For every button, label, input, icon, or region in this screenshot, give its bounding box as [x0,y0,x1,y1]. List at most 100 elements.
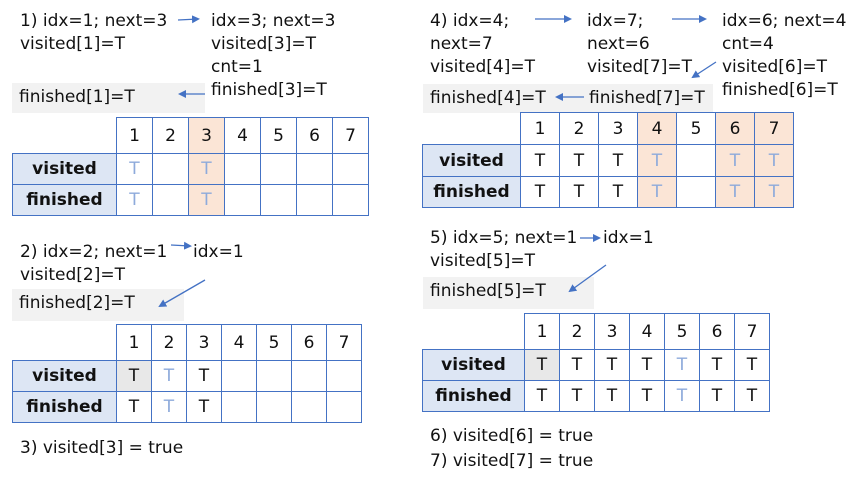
row-label-visited: visited [422,144,521,177]
header-cell: 6 [291,324,327,361]
arrow-step2-right [170,241,192,250]
header-cell: 7 [734,313,770,350]
row-label-finished: finished [422,176,521,208]
table-cell: T [186,360,222,392]
table-cell [296,153,333,185]
step1-table: 1 2 3 4 5 6 7 visited T T finished T T [12,117,369,216]
step4-col3-line2: cnt=4 [722,34,774,54]
step1-finished-box: finished[1]=T [12,83,205,113]
table-cell [676,144,716,177]
table-cell: T [715,144,755,177]
header-cell: 1 [116,117,153,154]
row-label-finished: finished [12,184,117,216]
step2-table: 1 2 3 4 5 6 7 visited T T T finished T T… [12,324,362,423]
arrow-step4-diag [691,61,717,79]
table-cell: T [594,380,630,412]
arrow-step1-right [177,15,200,24]
step4-col2-line3: visited[7]=T [587,57,692,77]
step7-line: 7) visited[7] = true [430,451,594,471]
table-cell [221,391,257,423]
table-cell: T [559,380,595,412]
step4-col2-line1: idx=7; [587,11,644,31]
step4-col1-line2: next=7 [430,34,493,54]
step4-col3-line4: finished[6]=T [722,80,838,100]
header-cell: 6 [296,117,333,154]
table-cell [260,153,297,185]
table-cell: T [629,349,665,381]
step1-right-line2: visited[3]=T [211,34,316,54]
table-cell: T [629,380,665,412]
step5-table: 1 2 3 4 5 6 7 visited T T T T T T T fini… [422,313,770,412]
table-cell: T [520,144,560,177]
table-cell: T [116,391,152,423]
header-cell: 7 [326,324,362,361]
step5-right-line1: idx=1 [603,228,654,248]
step3-line: 3) visited[3] = true [20,438,184,458]
header-cell: 2 [151,324,187,361]
header-cell: 1 [116,324,152,361]
step4-col1-line3: visited[4]=T [430,57,535,77]
table-cell: T [664,380,700,412]
table-cell: T [188,153,225,185]
step1-line1: 1) idx=1; next=3 [20,11,168,31]
table-cell: T [188,184,225,216]
table-cell: T [715,176,755,208]
table-cell [326,360,362,392]
row-label-visited: visited [12,153,117,185]
header-cell: 3 [598,112,638,145]
row-label-finished: finished [12,391,117,423]
table-cell: T [598,144,638,177]
step6-line: 6) visited[6] = true [430,426,594,446]
step2-right-line1: idx=1 [193,242,244,262]
table-cell: T [734,380,770,412]
table-cell [152,184,189,216]
arrow-step2-diag [158,279,206,308]
step1-right-line1: idx=3; next=3 [211,11,336,31]
table-cell: T [637,176,677,208]
table-cell: T [734,349,770,381]
step2-line2: visited[2]=T [20,265,125,285]
step1-right-line3: cnt=1 [211,57,263,77]
step1-right-line4: finished[3]=T [211,80,327,100]
step4-table: 1 2 3 4 5 6 7 visited T T T T T T finish… [422,112,794,208]
table-cell: T [520,176,560,208]
row-label-finished: finished [422,380,525,412]
table-cell [260,184,297,216]
table-cell: T [116,360,152,392]
row-label-visited: visited [422,349,525,381]
step4-col3-line3: visited[6]=T [722,57,827,77]
step5-finished-box: finished[5]=T [423,277,594,309]
row-label-visited: visited [12,360,117,392]
table-cell: T [559,176,599,208]
table-cell: T [637,144,677,177]
header-cell: 2 [559,112,599,145]
table-cell [291,391,327,423]
table-cell: T [598,176,638,208]
step4-finished-box2: finished[7]=T [589,88,705,108]
header-cell: 3 [188,117,225,154]
table-cell: T [754,176,794,208]
step5-line1: 5) idx=5; next=1 [430,228,578,248]
table-cell: T [151,391,187,423]
header-cell: 7 [754,112,794,145]
arrow-step5-diag [568,264,607,293]
table-cell: T [524,349,560,381]
table-cell: T [664,349,700,381]
header-cell: 6 [715,112,755,145]
step2-line1: 2) idx=2; next=1 [20,242,168,262]
table-cell [296,184,333,216]
header-cell: 5 [260,117,297,154]
step4-finished-box-bg [423,84,713,113]
table-cell [326,391,362,423]
step4-col1-line1: 4) idx=4; [430,11,510,31]
step4-col3-line1: idx=6; next=4 [722,11,847,31]
header-cell: 3 [186,324,222,361]
step2-finished-box: finished[2]=T [12,289,184,321]
header-cell: 3 [594,313,630,350]
step4-col2-line2: next=6 [587,34,650,54]
step4-finished-box1: finished[4]=T [430,88,546,108]
table-cell [332,184,369,216]
table-cell: T [754,144,794,177]
step5-line2: visited[5]=T [430,251,535,271]
